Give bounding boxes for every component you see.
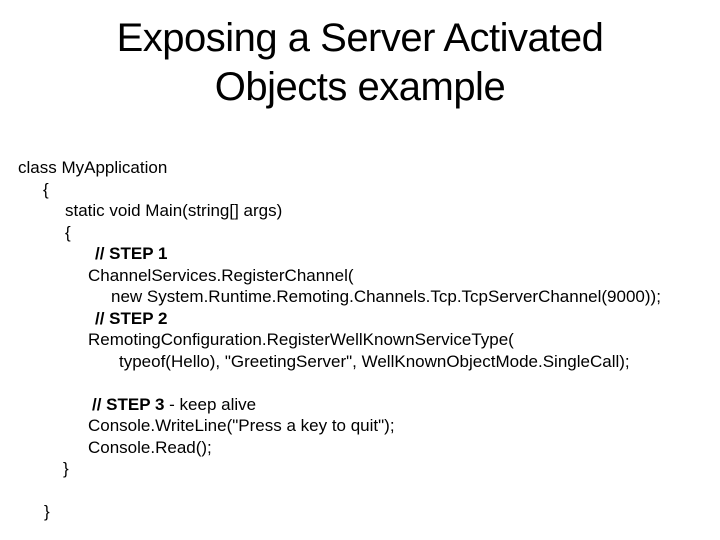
code-text: { [65, 222, 71, 242]
code-line: { [0, 222, 720, 244]
slide-title-line-2: Objects example [214, 65, 506, 109]
code-text: Console.Read(); [88, 437, 212, 457]
code-comment-marker: // STEP 1 [95, 244, 168, 263]
code-line: ChannelServices.RegisterChannel( [0, 265, 720, 287]
code-text: } [44, 502, 50, 521]
code-line: Console.Read(); [0, 437, 720, 459]
code-text: typeof(Hello), "GreetingServer", WellKno… [119, 351, 630, 371]
code-comment-marker: // STEP 3 [92, 394, 165, 414]
code-text: ChannelServices.RegisterChannel( [88, 265, 354, 285]
code-line: // STEP 3 - keep alive [0, 394, 720, 416]
code-line: RemotingConfiguration.RegisterWellKnownS… [0, 329, 720, 351]
code-line: // STEP 2 [0, 308, 720, 330]
code-text: Console.WriteLine("Press a key to quit")… [88, 416, 395, 435]
slide-title: Exposing a Server Activated Objects exam… [0, 14, 720, 112]
code-line: new System.Runtime.Remoting.Channels.Tcp… [0, 286, 720, 308]
code-line: typeof(Hello), "GreetingServer", WellKno… [0, 351, 720, 373]
code-line [0, 372, 720, 394]
code-block: class MyApplication { static void Main(str… [0, 157, 720, 523]
code-line: class MyApplication [0, 157, 720, 179]
code-text: { [43, 179, 49, 199]
code-text: RemotingConfiguration.RegisterWellKnownS… [88, 330, 514, 349]
code-line: } [0, 458, 720, 480]
code-line: static void Main(string[] args) [0, 200, 720, 222]
code-line: } [0, 501, 720, 523]
code-line: Console.WriteLine("Press a key to quit")… [0, 415, 720, 437]
code-text: - keep alive [164, 394, 257, 414]
slide-title-line-1: Exposing a Server Activated [116, 16, 604, 60]
code-text: } [63, 459, 69, 478]
code-text: static void Main(string[] args) [65, 201, 283, 220]
code-text: new System.Runtime.Remoting.Channels.Tcp… [111, 287, 661, 306]
code-line: // STEP 1 [0, 243, 720, 265]
code-line [0, 480, 720, 502]
code-text: class MyApplication [18, 158, 168, 177]
code-line: { [0, 179, 720, 201]
code-comment-marker: // STEP 2 [95, 308, 168, 328]
